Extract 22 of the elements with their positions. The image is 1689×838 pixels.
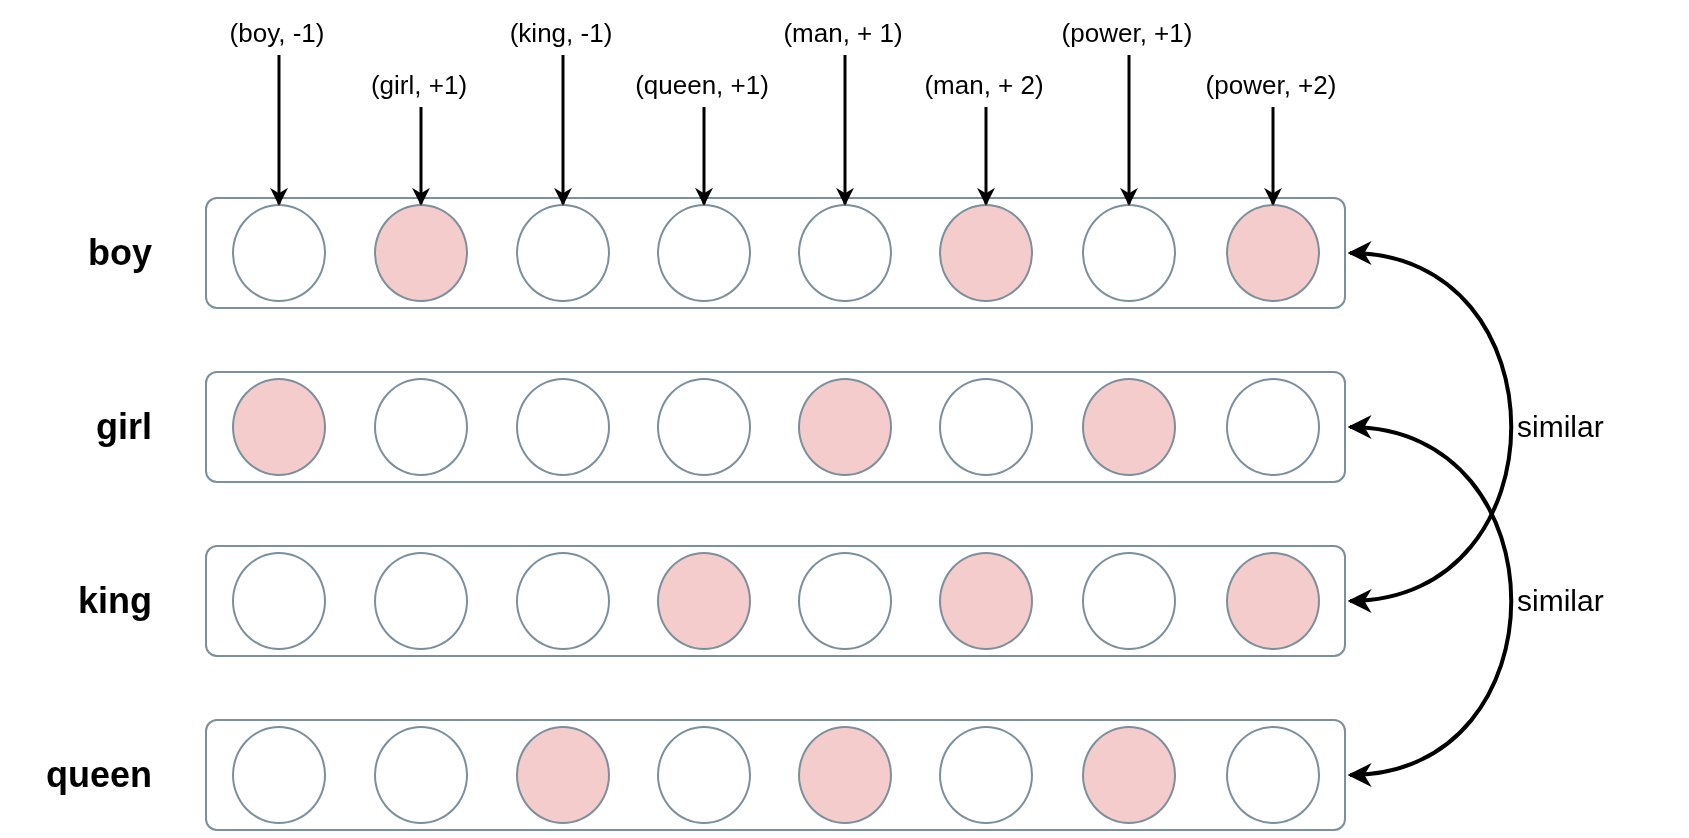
arrow bbox=[1120, 55, 1138, 206]
word-label: girl bbox=[96, 406, 152, 448]
arrow bbox=[1347, 418, 1513, 784]
feature-label: (man, + 1) bbox=[783, 18, 903, 49]
word-label: queen bbox=[46, 754, 152, 796]
word-label: king bbox=[78, 580, 152, 622]
feature-label: (boy, -1) bbox=[229, 18, 325, 49]
arrow bbox=[412, 107, 430, 206]
feature-label: (power, +1) bbox=[1061, 18, 1193, 49]
arrow bbox=[1347, 244, 1513, 610]
arrow bbox=[554, 55, 572, 206]
feature-label: (man, + 2) bbox=[924, 70, 1044, 101]
arrow bbox=[695, 107, 713, 206]
arrow bbox=[270, 55, 288, 206]
arrow bbox=[836, 55, 854, 206]
feature-label: (girl, +1) bbox=[370, 70, 468, 101]
arrow bbox=[1264, 107, 1282, 206]
feature-label: (queen, +1) bbox=[635, 70, 769, 101]
feature-label: (power, +2) bbox=[1205, 70, 1337, 101]
feature-label: (king, -1) bbox=[509, 18, 613, 49]
arrow bbox=[977, 107, 995, 206]
word-label: boy bbox=[88, 232, 152, 274]
